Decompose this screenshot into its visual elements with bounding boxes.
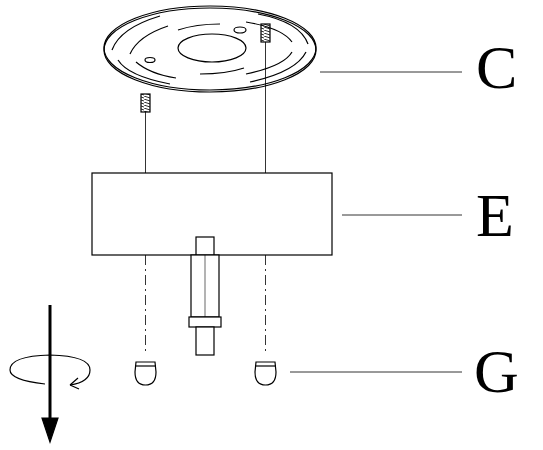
screw	[141, 24, 270, 112]
part-letter: G	[474, 340, 519, 402]
body-cylinder	[92, 173, 332, 255]
rotation-arrow	[10, 305, 90, 442]
cap-nut	[135, 362, 276, 385]
leader-line	[342, 215, 462, 216]
part-letter: C	[476, 36, 517, 98]
part-letter: E	[476, 184, 514, 246]
threaded-rod	[189, 237, 221, 355]
mounting-plate	[104, 6, 316, 92]
leader-line	[320, 72, 462, 73]
leader-line	[290, 372, 462, 373]
